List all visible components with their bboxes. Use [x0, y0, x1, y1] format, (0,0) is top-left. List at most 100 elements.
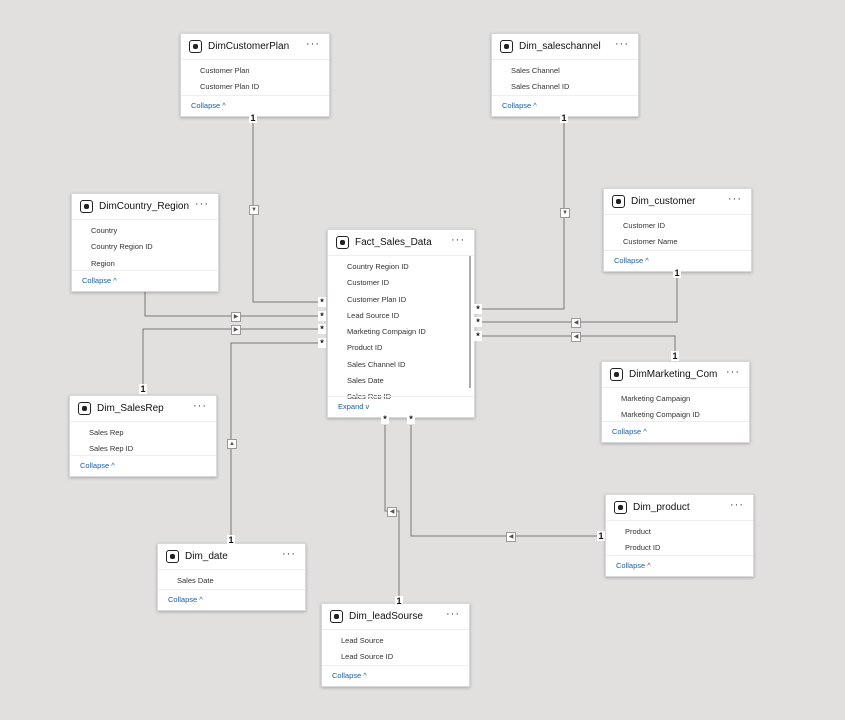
table-header[interactable]: Dim_SalesRep ···: [70, 396, 216, 422]
collapse-button[interactable]: Collapse ^: [158, 589, 305, 610]
chevron-up-icon: ^: [111, 461, 115, 470]
cardinality-one: 1: [560, 113, 568, 123]
collapse-button[interactable]: Collapse ^: [181, 95, 329, 116]
field-item[interactable]: Country Region ID: [91, 242, 153, 252]
table-card-date[interactable]: Dim_date ··· Sales Date Collapse ^: [157, 543, 306, 611]
field-item[interactable]: Lead Source: [341, 636, 384, 645]
collapse-button[interactable]: Collapse ^: [602, 421, 749, 442]
table-header[interactable]: DimMarketing_Com···: [602, 362, 749, 388]
rel-customer: [478, 273, 678, 323]
field-item[interactable]: Customer Plan: [200, 66, 250, 75]
more-options-button[interactable]: ···: [728, 193, 742, 205]
field-item[interactable]: Customer Plan ID: [200, 82, 260, 92]
rel-saleschannel: [478, 118, 565, 310]
collapse-button[interactable]: Collapse ^: [70, 455, 216, 476]
field-item[interactable]: Lead Source ID: [347, 310, 400, 320]
table-card-customer[interactable]: Dim_customer··· Customer ID Customer Name…: [603, 188, 752, 272]
filter-direction-arrow-icon: ▶: [231, 325, 241, 335]
cardinality-many: *: [407, 414, 415, 424]
collapse-button[interactable]: Collapse ^: [72, 270, 218, 291]
more-options-button[interactable]: ···: [451, 234, 465, 246]
field-item[interactable]: Customer Plan ID: [347, 294, 407, 304]
chevron-up-icon: ^: [222, 101, 226, 110]
table-header[interactable]: Dim_saleschannel···: [492, 34, 638, 60]
field-item[interactable]: Sales Date: [347, 376, 384, 386]
table-header[interactable]: DimCountry_Region ···: [72, 194, 218, 220]
table-name: Dim_SalesRep: [97, 403, 164, 414]
rel-marketing: [478, 335, 676, 356]
more-options-button[interactable]: ···: [306, 38, 320, 50]
field-item[interactable]: Customer Name: [623, 237, 678, 247]
chevron-up-icon: ^: [647, 561, 651, 570]
collapse-button[interactable]: Collapse ^: [322, 665, 469, 686]
table-name: Dim_date: [185, 551, 228, 562]
field-item[interactable]: Marketing Campaign: [621, 394, 691, 403]
expand-button[interactable]: Expand v: [328, 396, 474, 417]
table-name: DimCountry_Region: [99, 201, 190, 212]
chevron-up-icon: ^: [533, 101, 537, 110]
cardinality-one: 1: [249, 113, 257, 123]
more-options-button[interactable]: ···: [726, 366, 740, 378]
field-item[interactable]: Region: [91, 258, 115, 268]
chevron-down-icon: v: [365, 402, 370, 411]
chevron-up-icon: ^: [645, 256, 649, 265]
filter-direction-arrow-icon: ▶: [231, 312, 241, 322]
more-options-button[interactable]: ···: [195, 198, 209, 210]
chevron-up-icon: ^: [113, 276, 117, 285]
rel-product: [410, 425, 602, 537]
field-item[interactable]: Lead Source ID: [341, 652, 394, 662]
filter-direction-arrow-icon: ▼: [560, 208, 570, 218]
field-item[interactable]: Marketing Compaign ID: [621, 410, 700, 420]
filter-direction-arrow-icon: ◀: [387, 507, 397, 517]
table-icon: [166, 550, 179, 563]
filter-direction-arrow-icon: ◀: [571, 318, 581, 328]
more-options-button[interactable]: ···: [615, 38, 629, 50]
field-item[interactable]: Country: [91, 226, 118, 235]
cardinality-many: *: [474, 331, 482, 341]
field-item[interactable]: Customer ID: [623, 221, 666, 230]
cardinality-one: 1: [227, 535, 235, 545]
more-options-button[interactable]: ···: [282, 548, 296, 560]
field-item[interactable]: Country Region ID: [347, 262, 409, 271]
field-item[interactable]: Sales Channel ID: [511, 82, 570, 92]
cardinality-many: *: [318, 338, 326, 348]
field-item[interactable]: Sales Date: [177, 576, 214, 585]
cardinality-many: *: [381, 414, 389, 424]
collapse-button[interactable]: Collapse ^: [606, 555, 753, 576]
field-item[interactable]: Product ID: [625, 543, 661, 553]
collapse-button[interactable]: Collapse ^: [492, 95, 638, 116]
table-icon: [189, 40, 202, 53]
table-header[interactable]: Dim_date ···: [158, 544, 305, 570]
field-item[interactable]: Customer ID: [347, 278, 390, 288]
field-item[interactable]: Sales Rep: [89, 428, 124, 437]
field-item[interactable]: Sales Channel ID: [347, 359, 406, 369]
more-options-button[interactable]: ···: [446, 608, 460, 620]
field-item[interactable]: Sales Rep ID: [89, 444, 134, 454]
field-item[interactable]: Product: [625, 527, 651, 536]
cardinality-many: *: [474, 304, 482, 314]
table-name: Dim_leadSourse: [349, 611, 423, 622]
more-options-button[interactable]: ···: [730, 499, 744, 511]
table-header[interactable]: Fact_Sales_Data···: [328, 230, 474, 256]
table-header[interactable]: Dim_leadSourse ···: [322, 604, 469, 630]
table-header[interactable]: Dim_customer···: [604, 189, 751, 215]
table-card-fact[interactable]: Fact_Sales_Data··· Country Region ID Cust…: [327, 229, 475, 418]
rel-date: [230, 342, 322, 540]
more-options-button[interactable]: ···: [193, 400, 207, 412]
table-header[interactable]: Dim_product ···: [606, 495, 753, 521]
field-item[interactable]: Sales Rep ID: [347, 392, 392, 399]
scrollbar[interactable]: [469, 256, 471, 388]
field-item[interactable]: Product ID: [347, 343, 383, 353]
table-header[interactable]: DimCustomerPlan···: [181, 34, 329, 60]
table-name: Dim_product: [633, 502, 690, 513]
field-item[interactable]: Sales Channel: [511, 66, 560, 75]
collapse-button[interactable]: Collapse ^: [604, 250, 751, 271]
field-item[interactable]: Marketing Compaign ID: [347, 327, 426, 337]
